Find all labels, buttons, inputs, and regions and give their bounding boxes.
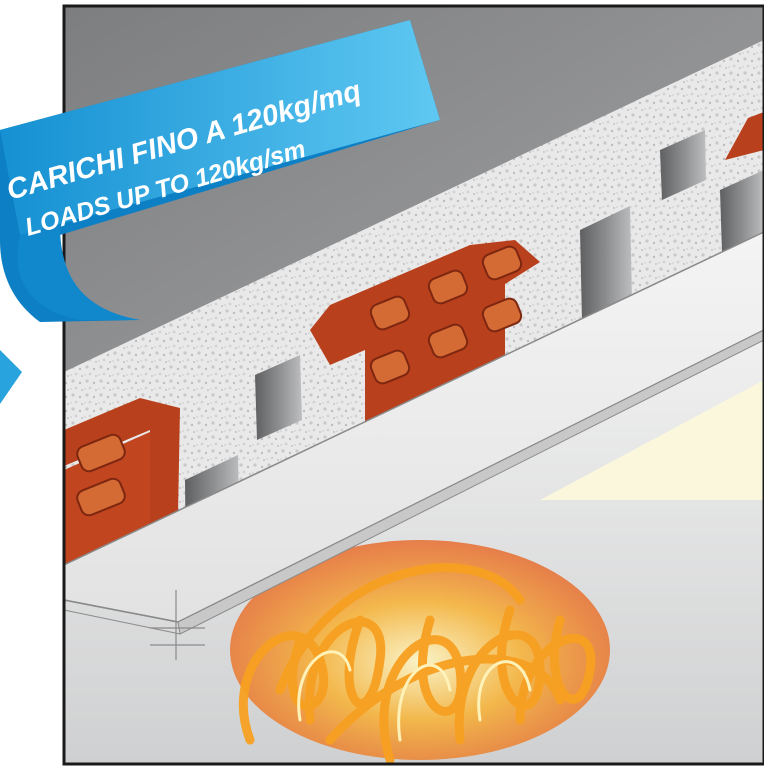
light-panel: [540, 380, 764, 500]
banner-curl: [17, 225, 140, 320]
banner-ribbon: [0, 20, 440, 235]
hollow-bricks: [64, 112, 764, 565]
ceiling-board: [64, 231, 764, 660]
fire-flames: [230, 540, 610, 764]
illustration: [64, 6, 764, 764]
illustration-frame: [62, 4, 764, 766]
arrow-pointer-icon: [0, 350, 22, 404]
